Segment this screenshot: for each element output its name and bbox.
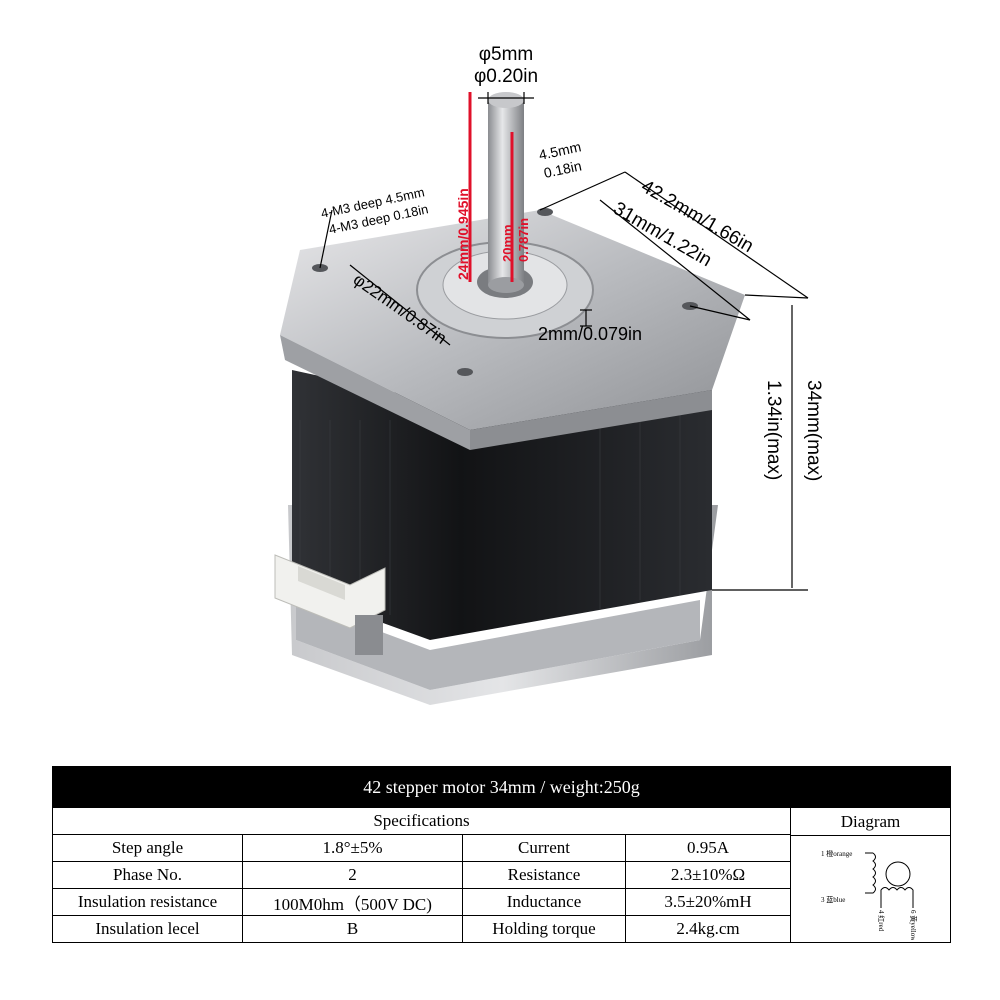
spec-label: Insulation resistance <box>52 888 243 916</box>
spec-value: 2.4kg.cm <box>625 915 791 943</box>
wire-4-label: 4 红red <box>877 910 886 932</box>
spec-value: 3.5±20%mH <box>625 888 791 916</box>
wire-6-label: 6 黄yellow <box>909 910 918 940</box>
body-length-label: 34mm(max) <box>803 380 824 481</box>
rotor-circle <box>885 861 911 887</box>
coil-a <box>865 852 876 894</box>
spec-label: Phase No. <box>52 861 243 889</box>
spec-label: Step angle <box>52 834 243 862</box>
shaft-length-label: 24mm/0.945in <box>455 188 471 280</box>
spec-value: 0.95A <box>625 834 791 862</box>
flat-depth-in-label: 0.18in <box>542 157 583 181</box>
spec-label: Inductance <box>462 888 626 916</box>
stator-body <box>292 360 712 640</box>
coil-b <box>880 887 914 908</box>
dimension-lines <box>319 92 809 591</box>
spec-label: Holding torque <box>462 915 626 943</box>
spec-label: Insulation lecel <box>52 915 243 943</box>
diagram-header: Diagram <box>791 809 950 836</box>
shaft-length-marker <box>468 92 514 282</box>
shaft <box>488 92 524 293</box>
spec-label: Resistance <box>462 861 626 889</box>
wire-3-label: 3 蓝blue <box>821 895 845 904</box>
specifications-header: Specifications <box>52 807 791 835</box>
spec-value: 1.8°±5% <box>242 834 463 862</box>
table-row: Insulation lecel B Holding torque 2.4kg.… <box>52 915 951 943</box>
shaft-flat-length-in-label: 0.787in <box>516 218 531 262</box>
spec-table: 42 stepper motor 34mm / weight:250g Spec… <box>51 766 952 943</box>
spec-value: B <box>242 915 463 943</box>
table-title: 42 stepper motor 34mm / weight:250g <box>51 766 952 808</box>
diagram-cell: Diagram 1 橙orange 3 蓝blue 4 红red 6 黄yell… <box>789 807 952 943</box>
spec-label: Current <box>462 834 626 862</box>
body-length-in-label: 1.34in(max) <box>763 380 784 480</box>
table-row: Phase No. 2 Resistance 2.3±10%Ω <box>52 861 951 889</box>
spec-value: 2.3±10%Ω <box>625 861 791 889</box>
shaft-diameter-label: φ5mm <box>479 44 534 65</box>
rear-end-cap <box>288 505 718 705</box>
wiring-diagram: 1 橙orange 3 蓝blue 4 红red 6 黄yellow <box>821 849 918 940</box>
shaft-diameter-in-label: φ0.20in <box>474 66 538 87</box>
boss-height-label: 2mm/0.079in <box>538 324 642 344</box>
wire-connector <box>274 554 386 655</box>
shaft-flat-length-label: 20mm <box>500 224 515 262</box>
spec-value: 100M0hm（500V DC) <box>242 888 463 916</box>
wire-1-label: 1 橙orange <box>821 849 852 858</box>
motor-dimension-drawing: φ5mm φ0.20in 4.5mm 0.18in 42.2mm/1.66in … <box>274 44 824 705</box>
spec-value: 2 <box>242 861 463 889</box>
